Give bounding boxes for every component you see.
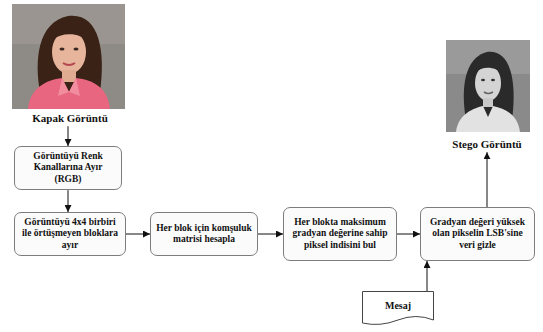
stego-photo (446, 40, 530, 132)
process-box: Her blok için komşuluk matrisi hesapla (150, 212, 258, 256)
photo-mouth (63, 63, 75, 65)
flow-arrow (258, 234, 283, 235)
node-text: Mesaj (385, 300, 411, 312)
flow-arrow (126, 234, 150, 235)
node-text: Her blok için komşuluk matrisi hesapla (156, 223, 252, 246)
node-text: Gradyan değeri yüksek olan pikselin LSB'… (426, 217, 529, 251)
flow-arrow (487, 152, 488, 207)
document-shape: Mesaj (362, 291, 434, 327)
photo-hair (38, 16, 102, 92)
flow-arrow (427, 261, 428, 291)
photo-backdrop (12, 4, 125, 109)
caption-text: Kapak Görüntü (12, 112, 128, 125)
photo-neck (62, 70, 76, 82)
caption-text: Stego Görüntü (442, 138, 532, 151)
cover-photo (12, 4, 125, 109)
photo-mouth (484, 92, 493, 94)
photo-neck (483, 98, 493, 107)
photo-face (475, 65, 501, 101)
node-text: Görüntüyü 4x4 birbiri ile örtüşmeyen blo… (20, 217, 120, 251)
flow-arrow (397, 234, 420, 235)
image-caption: Stego Görüntü (440, 137, 534, 152)
photo-eye (60, 47, 65, 50)
photo-collar (58, 78, 80, 96)
process-box: Görüntüyü 4x4 birbiri ile örtüşmeyen blo… (14, 212, 126, 256)
image-caption: Kapak Görüntü (10, 111, 130, 126)
flow-arrow (68, 190, 69, 212)
photo-shirt (28, 78, 110, 109)
node-text: Her blokta maksimum gradyan değerine sah… (289, 217, 391, 251)
photo-backdrop (446, 40, 530, 132)
photo-shirt (456, 106, 520, 132)
photo-fringe (52, 29, 88, 42)
node-text: Görüntüyü Renk Kanallarına Ayır (RGB) (20, 151, 116, 185)
process-box: Gradyan değeri yüksek olan pikselin LSB'… (420, 207, 535, 261)
photo-eye (74, 47, 79, 50)
photo-eye (481, 79, 485, 82)
process-box: Her blokta maksimum gradyan değerine sah… (283, 207, 397, 261)
flow-arrow (68, 126, 69, 146)
photo-fringe (475, 65, 502, 75)
photo-hair (464, 52, 514, 120)
process-box: Görüntüyü Renk Kanallarına Ayır (RGB) (14, 146, 122, 190)
document-outline (363, 292, 434, 325)
photo-eye (491, 79, 495, 82)
